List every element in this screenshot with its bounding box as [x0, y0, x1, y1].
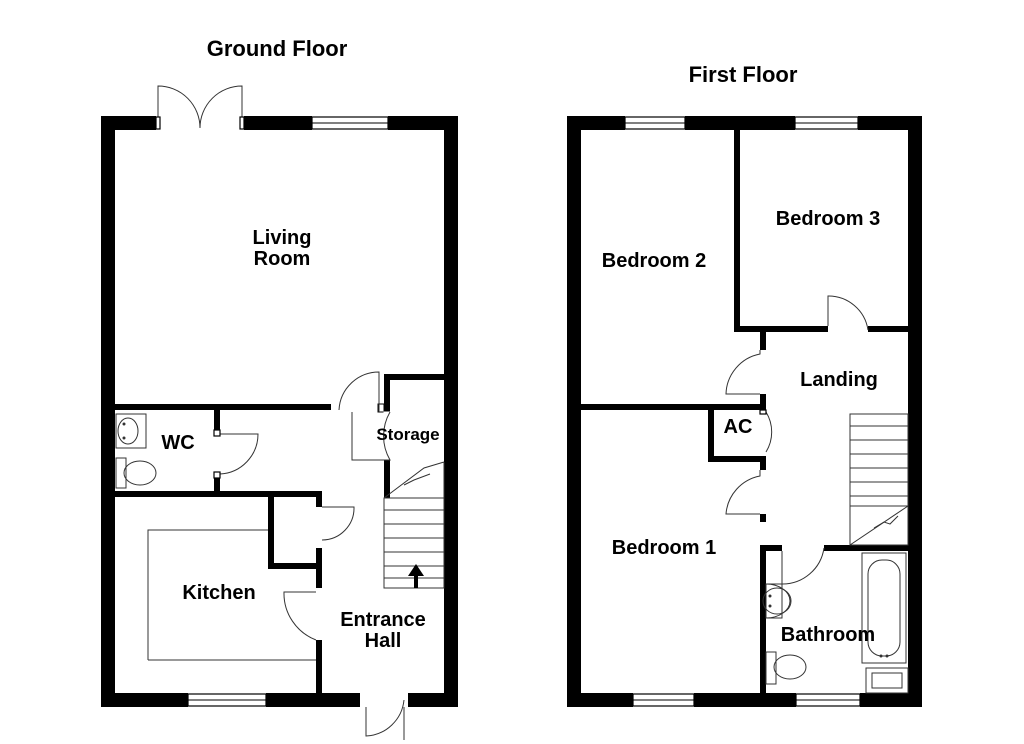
room-label-living-room: Living	[253, 227, 312, 249]
first-floor-doors	[725, 295, 869, 585]
ground-floor-outer-walls	[101, 116, 458, 707]
first-floor-title: First Floor	[689, 62, 798, 87]
room-label-bathroom: Bathroom	[781, 624, 875, 646]
room-label-bedroom-1: Bedroom 1	[612, 537, 716, 559]
room-label-entrance-hall-line2: Hall	[365, 630, 402, 652]
front-door	[365, 699, 405, 740]
first-floor: First Floor	[567, 62, 922, 707]
room-label-kitchen: Kitchen	[182, 582, 255, 604]
room-label-bedroom-2: Bedroom 2	[602, 250, 706, 272]
room-label-wc: WC	[161, 432, 194, 454]
ground-floor-staircase	[383, 461, 445, 589]
room-label-living-room-line2: Room	[254, 248, 311, 270]
ground-floor-interior-doors	[213, 371, 391, 641]
first-floor-staircase	[849, 413, 909, 546]
first-floor-windows	[624, 116, 861, 707]
bathroom-fixtures	[762, 552, 909, 694]
french-doors	[155, 85, 245, 130]
room-label-landing: Landing	[800, 369, 878, 391]
stairs-up-arrow-icon	[408, 564, 424, 588]
room-label-bedroom-3: Bedroom 3	[776, 208, 880, 230]
kitchen-worktop	[147, 529, 316, 661]
first-floor-interior-walls	[581, 130, 908, 693]
first-floor-outer-walls	[567, 116, 922, 707]
room-label-storage: Storage	[376, 425, 439, 444]
ground-floor: Ground Floor	[101, 36, 458, 740]
room-label-ac: AC	[724, 416, 753, 438]
room-label-entrance-hall: Entrance	[340, 609, 426, 631]
ground-floor-title: Ground Floor	[207, 36, 348, 61]
ground-floor-windows	[187, 116, 389, 707]
bath-icon	[861, 552, 907, 664]
ground-floor-interior-walls	[115, 374, 446, 693]
wc-fixtures	[115, 413, 157, 489]
